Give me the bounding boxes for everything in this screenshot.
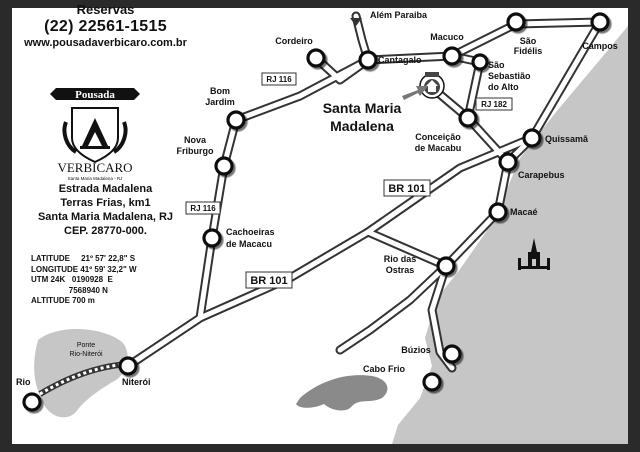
arrow-north-icon — [350, 18, 362, 26]
shield-rj182: RJ 182 — [475, 97, 513, 111]
label-conceicao-2: de Macabu — [415, 143, 462, 153]
svg-text:RJ 116: RJ 116 — [266, 75, 292, 84]
label-cordeiro: Cordeiro — [275, 36, 313, 46]
marker-quissama[interactable] — [522, 128, 542, 148]
address-line-4: CEP. 28770-000. — [64, 225, 147, 237]
svg-text:Pousada: Pousada — [75, 89, 115, 101]
label-ponte-2: Rio-Niterói — [69, 351, 103, 358]
arrow-right-icon — [402, 86, 428, 100]
church-icon — [518, 238, 550, 270]
label-campos: Campos — [582, 41, 618, 51]
marker-cabo-frio[interactable] — [422, 372, 442, 392]
label-sao-sebastiao-2: Sebastião — [488, 71, 531, 81]
label-bom-jardim-1: Bom — [210, 86, 230, 96]
svg-text:VERBICARO: VERBICARO — [57, 160, 132, 175]
svg-text:BR 101: BR 101 — [250, 275, 287, 287]
sea — [392, 8, 628, 444]
marker-conceicao[interactable] — [458, 108, 478, 128]
label-macae: Macaé — [510, 207, 538, 217]
marker-rio[interactable] — [22, 392, 42, 412]
address-line-3: Santa Maria Madalena, RJ — [37, 211, 174, 223]
shield-rj116-mid: RJ 116 — [185, 201, 221, 215]
label-rio-das-ostras-2: Ostras — [386, 265, 415, 275]
utm-line-1: UTM 24K 0190928 E — [31, 275, 113, 284]
reservations-block: Reservas (22) 22561-1515 www.pousadaverb… — [18, 2, 193, 50]
label-sao-sebastiao-3: do Alto — [488, 82, 519, 92]
label-alem-paraiba: Além Paraiba — [370, 10, 428, 20]
marker-macuco[interactable] — [442, 46, 462, 66]
svg-text:RJ 116: RJ 116 — [190, 204, 216, 213]
label-cachoeiras-1: Cachoeiras — [226, 227, 275, 237]
coordinates-block: LATITUDE 21º 57' 22,8" S LONGITUDE 41º 5… — [31, 254, 137, 307]
label-ponte-1: Ponte — [77, 342, 95, 349]
label-santa-maria-1: Santa Maria — [323, 100, 402, 116]
marker-cachoeiras[interactable] — [202, 228, 222, 248]
marker-rio-das-ostras[interactable] — [436, 256, 456, 276]
label-niteroi: Niterói — [122, 377, 151, 387]
phone-number[interactable]: (22) 22561-1515 — [44, 18, 167, 35]
label-quissama: Quissamã — [545, 134, 589, 144]
label-santa-maria-2: Madalena — [330, 118, 394, 134]
svg-text:BR 101: BR 101 — [388, 183, 425, 195]
website-link[interactable]: www.pousadaverbicaro.com.br — [24, 37, 187, 49]
svg-text:Santa Maria Madalena - RJ: Santa Maria Madalena - RJ — [68, 176, 123, 181]
marker-sao-sebastiao[interactable] — [471, 53, 489, 71]
label-bom-jardim-2: Jardim — [205, 97, 235, 107]
shield-br101-east: BR 101 — [383, 179, 431, 197]
label-carapebus: Carapebus — [518, 170, 565, 180]
label-cabo-frio: Cabo Frio — [363, 364, 406, 374]
address-line-1: Estrada Madalena — [58, 183, 153, 195]
label-buzios: Búzios — [401, 345, 431, 355]
marker-bom-jardim[interactable] — [226, 110, 246, 130]
reservas-label: Reservas — [76, 2, 135, 17]
altitude: ALTITUDE 700 m — [31, 296, 95, 305]
label-macuco: Macuco — [430, 32, 464, 42]
marker-nova-friburgo[interactable] — [214, 156, 234, 176]
marker-buzios[interactable] — [442, 344, 462, 364]
longitude: LONGITUDE 41º 59' 32,2" W — [31, 264, 137, 274]
label-conceicao-1: Conceição — [415, 132, 461, 142]
label-sao-fidelis-1: São — [520, 36, 537, 46]
address-block: Estrada Madalena Terras Frias, km1 Santa… — [18, 182, 193, 238]
label-nova-friburgo-1: Nova — [184, 135, 207, 145]
marker-macae[interactable] — [488, 202, 508, 222]
pousada-logo: Pousada VERBICARO Santa Maria Madalena -… — [50, 88, 140, 181]
marker-campos[interactable] — [590, 12, 610, 32]
label-sao-fidelis-2: Fidélis — [514, 46, 543, 56]
label-cachoeiras-2: de Macacu — [226, 239, 272, 249]
utm-line-2: 7568940 N — [31, 285, 108, 295]
marker-cordeiro[interactable] — [306, 48, 326, 68]
latitude: LATITUDE 21º 57' 22,8" S — [31, 254, 136, 263]
label-rio-das-ostras-1: Rio das — [384, 254, 417, 264]
marker-cantagalo[interactable] — [358, 50, 378, 70]
label-nova-friburgo-2: Friburgo — [177, 146, 214, 156]
marker-sao-fidelis[interactable] — [506, 12, 526, 32]
label-sao-sebastiao-1: São — [488, 60, 505, 70]
marker-niteroi[interactable] — [118, 356, 138, 376]
shield-br101-west: BR 101 — [245, 271, 293, 289]
svg-text:RJ 182: RJ 182 — [481, 100, 507, 109]
address-line-2: Terras Frias, km1 — [60, 197, 151, 209]
marker-carapebus[interactable] — [498, 152, 518, 172]
shield-rj116-top: RJ 116 — [261, 72, 297, 86]
lagoon — [296, 375, 388, 411]
label-cantagalo: Cantagalo — [378, 55, 422, 65]
label-rio: Rio — [16, 377, 31, 387]
